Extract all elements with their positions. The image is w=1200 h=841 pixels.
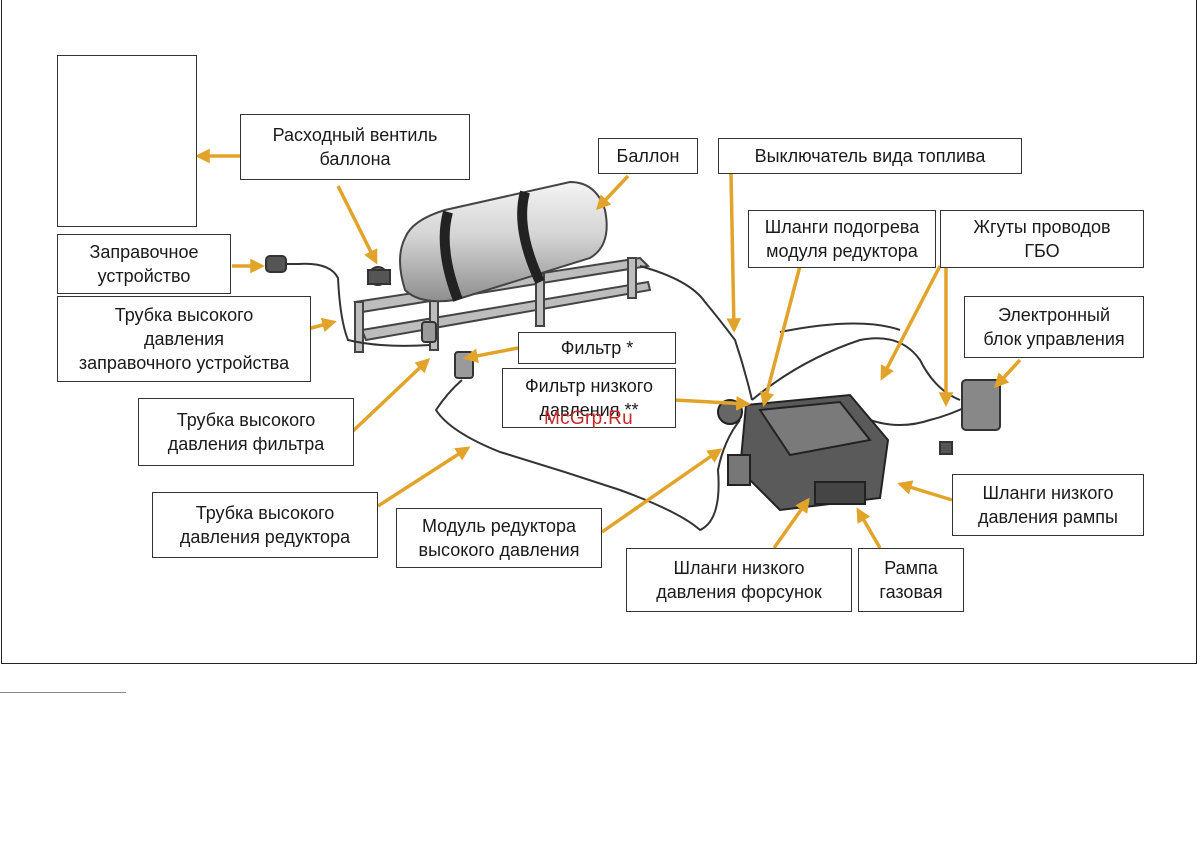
label-reducer-module: Модуль редуктора высокого давления [396, 508, 602, 568]
label-line: Баллон [616, 146, 680, 166]
label-line: давления редуктора [179, 527, 351, 547]
label-line: Расходный вентиль [272, 125, 438, 145]
label-line: блок управления [983, 329, 1125, 349]
label-line: Трубка высокого [114, 305, 254, 325]
label-line: Шланги низкого [982, 483, 1114, 503]
label-line: Выключатель вида топлива [754, 146, 986, 166]
label-line: Электронный [997, 305, 1111, 325]
label-hp-tube-filter: Трубка высокого давления фильтра [138, 398, 354, 466]
label-tank-valve: Расходный вентиль баллона [240, 114, 470, 180]
label-hp-tube-reducer: Трубка высокого давления редуктора [152, 492, 378, 558]
filler-shape [265, 255, 300, 273]
label-line: давления рампы [977, 507, 1118, 527]
label-lp-filter: Фильтр низкого давления ** [502, 368, 676, 428]
label-line: Жгуты проводов [973, 217, 1111, 237]
ecu-shape [939, 379, 1001, 455]
label-gas-rail: Рампа газовая [858, 548, 964, 612]
label-heating-hoses: Шланги подогрева модуля редуктора [748, 210, 936, 268]
label-line: давления форсунок [656, 582, 822, 602]
label-line: Шланги низкого [673, 558, 805, 578]
tank-valve-shape [367, 266, 391, 286]
label-line: баллона [319, 149, 391, 169]
label-line: Фильтр * [560, 338, 634, 358]
label-line: Трубка высокого [176, 410, 316, 430]
label-line: Трубка высокого [195, 503, 335, 523]
label-filter: Фильтр * [518, 332, 676, 364]
label-line: Модуль редуктора [421, 516, 577, 536]
gas-tank-shape [399, 180, 608, 303]
label-line: газовая [879, 582, 943, 602]
footnote-separator [0, 692, 126, 693]
reducer-rail-block [717, 393, 890, 512]
label-hp-tube-filler: Трубка высокого давления заправочного ус… [57, 296, 311, 382]
label-line: давления ** [539, 400, 639, 420]
valve-inset-frame [57, 55, 197, 227]
diagram-frame [1, 0, 1197, 664]
label-line: Фильтр низкого [525, 376, 653, 396]
label-tank: Баллон [598, 138, 698, 174]
label-line: давления [144, 329, 224, 349]
label-line: Шланги подогрева [764, 217, 920, 237]
callout-arrows [195, 148, 1022, 550]
label-ecu: Электронный блок управления [964, 296, 1144, 358]
label-fuel-switch: Выключатель вида топлива [718, 138, 1022, 174]
label-line: высокого давления [418, 540, 580, 560]
label-line: давления фильтра [167, 434, 325, 454]
label-line: модуля редуктора [766, 241, 918, 261]
label-line: ГБО [1024, 241, 1060, 261]
label-line: Рампа [884, 558, 938, 578]
label-lp-rail-hoses: Шланги низкого давления рампы [952, 474, 1144, 536]
watermark: McGrp.Ru [544, 408, 633, 429]
label-line: Заправочное [89, 242, 199, 262]
tubing [297, 262, 971, 532]
label-line: устройство [97, 266, 191, 286]
label-line: заправочного устройства [78, 353, 290, 373]
label-filler: Заправочное устройство [57, 234, 231, 294]
label-lp-injector-hoses: Шланги низкого давления форсунок [626, 548, 852, 612]
label-wire-harness: Жгуты проводов ГБО [940, 210, 1144, 268]
